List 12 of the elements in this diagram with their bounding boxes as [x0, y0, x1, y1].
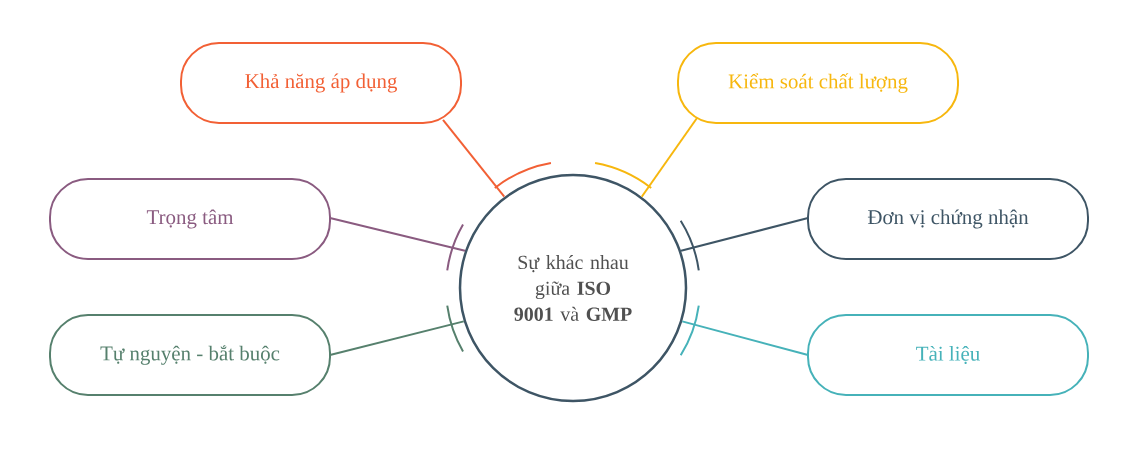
connector-line [681, 320, 809, 356]
connector-line [329, 320, 465, 356]
pill-box: Kiểm soát chất lượng [677, 42, 959, 124]
connector-line [329, 217, 466, 252]
pill-box: Trọng tâm [49, 178, 331, 260]
pill-box: Khả năng áp dụng [180, 42, 462, 124]
pill-box: Đơn vị chứng nhận [807, 178, 1089, 260]
pill-box: Tự nguyện - bắt buộc [49, 314, 331, 396]
connector-line [442, 119, 506, 198]
connector-line [640, 117, 698, 198]
pill-box: Tài liệu [807, 314, 1089, 396]
connector-line [680, 217, 809, 252]
